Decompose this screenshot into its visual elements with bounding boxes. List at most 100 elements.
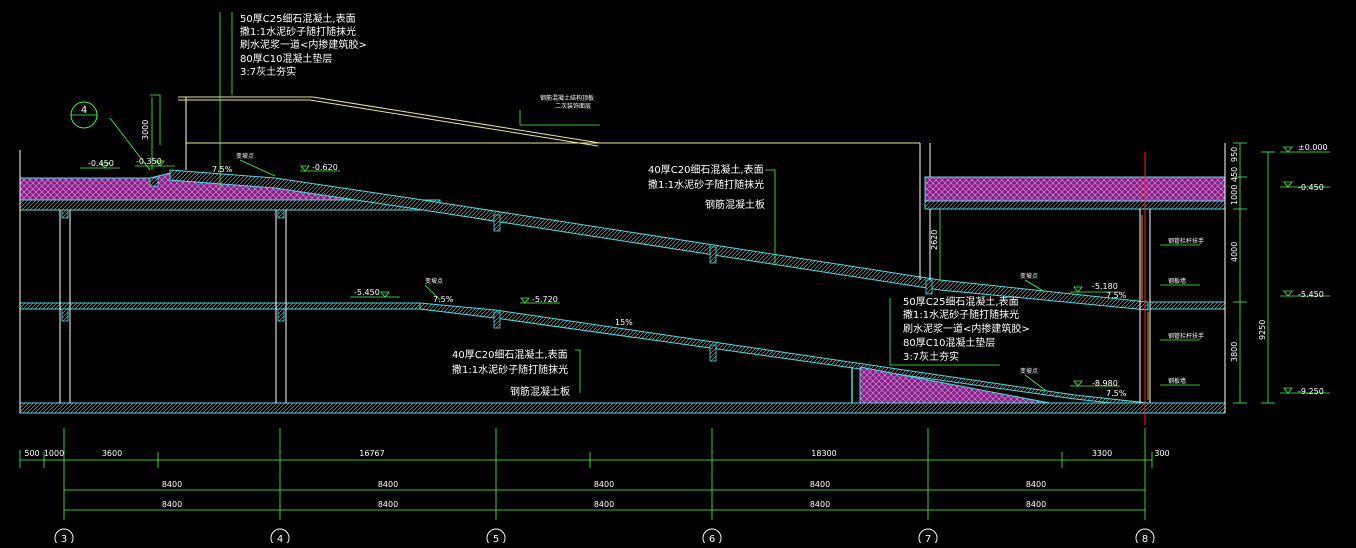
detail-reference-symbol[interactable]: 4 <box>70 101 98 129</box>
elev-right-zero: ±0.000 <box>1298 143 1328 152</box>
dim-r-1000: 1000 <box>1230 185 1239 205</box>
tag-wall-4: 钢板墙 <box>1168 377 1186 385</box>
lower-right-note-line-3: 刷水泥浆一道<内掺建筑胶> <box>903 322 1030 335</box>
grid-axis-6[interactable]: 6 <box>702 528 722 548</box>
dim-r-4000: 4000 <box>1230 242 1239 262</box>
top-note-line-4: 80厚C10混凝土垫层 <box>240 52 332 65</box>
dim-r-950: 950 <box>1230 147 1239 162</box>
lower-ramp-note-line-3: 钢筋混凝土板 <box>510 385 570 398</box>
beam-stubs <box>61 177 933 362</box>
grid-axis-8[interactable]: 8 <box>1135 528 1155 548</box>
top-note-line-5: 3:7灰土夯实 <box>240 65 296 78</box>
lower-right-note: 50厚C25细石混凝土,表面 撒1:1水泥砂子随打随抹光 刷水泥浆一道<内掺建筑… <box>903 295 1030 363</box>
lower-ramp-note: 40厚C20细石混凝土,表面 撒1:1水泥砂子随打随抹光 钢筋混凝土板 <box>452 348 570 398</box>
dim-row1-6: 300 <box>1154 449 1169 458</box>
elev-top-left-2: -0.350 <box>136 157 162 166</box>
lower-right-note-line-5: 3:7灰土夯实 <box>903 350 959 363</box>
top-note-line-1: 50厚C25细石混凝土,表面 <box>240 12 356 25</box>
top-note-line-3: 刷水泥浆一道<内掺建筑胶> <box>240 38 367 51</box>
top-slab <box>19 172 1226 211</box>
canopy-outline <box>178 96 920 147</box>
grid-axis-7-label: 7 <box>925 534 931 543</box>
dim-row2-2: 8400 <box>594 480 614 489</box>
tag-slope-top: 变坡点 <box>236 152 254 160</box>
dim-r-450: 450 <box>1230 167 1239 182</box>
tag-slope-lower-right: 变坡点 <box>1020 367 1038 375</box>
top-leader-note: 钢筋混凝土结构顶板 二次装饰面层 <box>540 94 594 110</box>
dim-row1-5: 3300 <box>1092 449 1112 458</box>
dim-left-3000: 3000 <box>141 120 150 140</box>
top-leader-note-line-1: 钢筋混凝土结构顶板 <box>540 94 594 102</box>
dim-row1-0: 500 <box>24 449 39 458</box>
structural-walls <box>19 97 1226 413</box>
detail-reference-number: 4 <box>81 105 87 116</box>
dim-row-2: 8400 8400 8400 8400 8400 <box>162 480 1046 489</box>
dim-row3-1: 8400 <box>378 500 398 509</box>
dim-row1-1: 1000 <box>44 449 64 458</box>
elev-upper-right: -5.180 <box>1092 282 1118 291</box>
tag-wall-1: 钢管栏杆扶手 <box>1168 237 1204 245</box>
grid-axes: 3 4 5 6 7 8 <box>54 528 1155 548</box>
upper-ramp-note-line-1: 40厚C20细石混凝土,表面 <box>648 163 764 176</box>
dim-row3-4: 8400 <box>1026 500 1046 509</box>
dim-row3-2: 8400 <box>594 500 614 509</box>
lower-right-note-line-4: 80厚C10混凝土垫层 <box>903 336 995 349</box>
elevation-marks: -0.450 -0.350 7.5% -0.620 -5.450 7.5% -5… <box>80 143 1330 398</box>
elev-mid-slope-2: -5.720 <box>532 295 558 304</box>
dim-row-3: 8400 8400 8400 8400 8400 <box>162 500 1046 509</box>
leader-lines <box>109 12 1200 393</box>
tag-wall-3: 钢管栏杆扶手 <box>1168 332 1204 340</box>
elev-right-2: -5.450 <box>1298 290 1324 299</box>
vertical-dimension-labels: 3000 2620 950 450 1000 4000 3800 9250 <box>141 120 1267 362</box>
dim-row1-2: 3600 <box>102 449 122 458</box>
dim-row3-0: 8400 <box>162 500 182 509</box>
horizontal-dimensions <box>19 428 1153 520</box>
tag-wall-2: 钢板墙 <box>1168 277 1186 285</box>
grid-axis-7[interactable]: 7 <box>918 528 938 548</box>
elev-right-1: -0.450 <box>1298 183 1324 192</box>
dim-row2-3: 8400 <box>810 480 830 489</box>
slope-lower-right: 7.5% <box>1106 389 1127 398</box>
upper-ramp-note-line-3: 钢筋混凝土板 <box>705 198 765 211</box>
elev-mid-left: -5.450 <box>354 288 380 297</box>
lower-ramp-note-line-1: 40厚C20细石混凝土,表面 <box>452 348 568 361</box>
vertical-dimensions <box>151 97 1275 404</box>
grid-axis-3-label: 3 <box>61 534 67 543</box>
elev-top-left-1: -0.450 <box>88 159 114 168</box>
upper-ramp-slab <box>169 169 1149 311</box>
dim-row1-3: 16767 <box>359 449 384 458</box>
dim-row2-0: 8400 <box>162 480 182 489</box>
dim-row2-1: 8400 <box>378 480 398 489</box>
dim-mid-2620: 2620 <box>930 230 939 250</box>
grid-axis-3[interactable]: 3 <box>54 528 74 548</box>
top-leader-note-line-2: 二次装饰面层 <box>555 102 591 110</box>
small-tags: 变坡点 变坡点 变坡点 变坡点 钢管栏杆扶手 钢板墙 钢管栏杆扶手 钢板墙 <box>236 152 1204 385</box>
elev-right-3: -9.250 <box>1298 387 1324 396</box>
tag-slope-mid: 变坡点 <box>425 277 443 285</box>
upper-ramp-note-line-2: 撒1:1水泥砂子随打随抹光 <box>648 178 764 191</box>
lower-right-note-line-2: 撒1:1水泥砂子随打随抹光 <box>903 308 1019 321</box>
grid-axis-4-label: 4 <box>277 534 283 543</box>
dim-r-9250: 9250 <box>1258 320 1267 340</box>
elev-lower-right: -8.980 <box>1092 379 1118 388</box>
slope-mid-3: 15% <box>615 318 633 327</box>
upper-ramp-note: 40厚C20细石混凝土,表面 撒1:1水泥砂子随打随抹光 钢筋混凝土板 <box>648 163 765 211</box>
grid-axis-8-label: 8 <box>1142 534 1148 543</box>
grid-axis-4[interactable]: 4 <box>270 528 290 548</box>
tag-slope-upper-right: 变坡点 <box>1020 272 1038 280</box>
grid-axis-6-label: 6 <box>709 534 715 543</box>
lower-right-note-line-1: 50厚C25细石混凝土,表面 <box>903 295 1019 308</box>
grid-axis-5[interactable]: 5 <box>486 528 506 548</box>
top-note-line-2: 撒1:1水泥砂子随打随抹光 <box>240 25 356 38</box>
slope-mid-1: 7.5% <box>433 295 454 304</box>
grid-axis-5-label: 5 <box>493 534 499 543</box>
dim-row1-4: 18300 <box>811 449 836 458</box>
dim-row2-4: 8400 <box>1026 480 1046 489</box>
middle-floor-slab <box>19 301 1226 310</box>
railing-marks <box>1141 215 1149 400</box>
slope-top-1: 7.5% <box>212 165 233 174</box>
dim-row3-3: 8400 <box>810 500 830 509</box>
lower-ramp-note-line-2: 撒1:1水泥砂子随打随抹光 <box>452 363 568 376</box>
